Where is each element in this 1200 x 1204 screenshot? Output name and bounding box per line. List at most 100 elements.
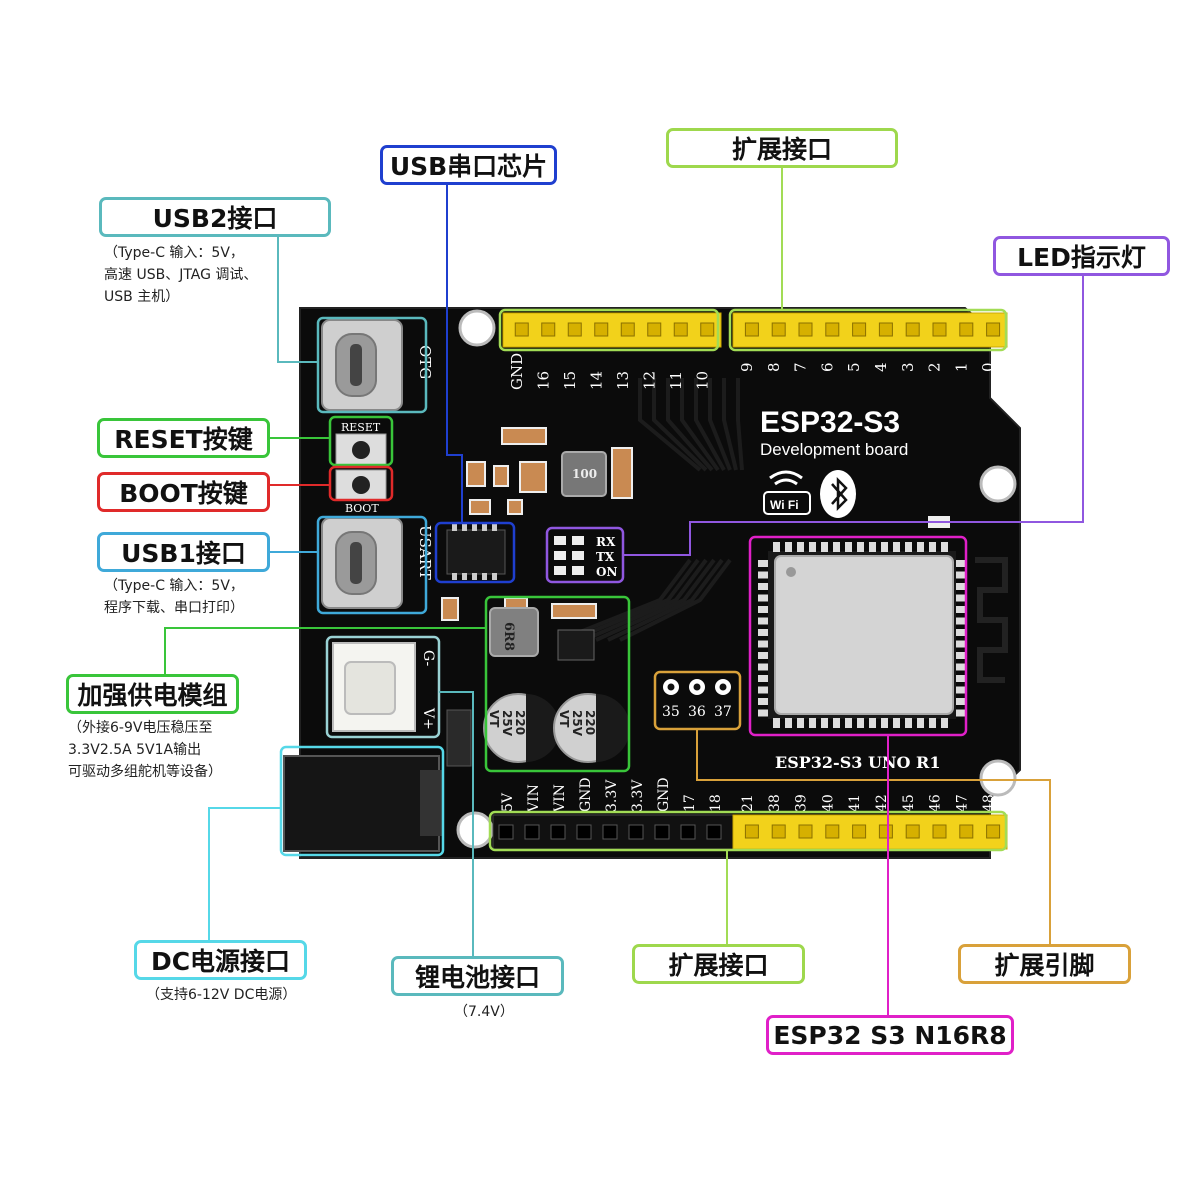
header-socket (647, 322, 662, 337)
header-socket (541, 322, 556, 337)
chip-pin (482, 524, 487, 531)
smd-component (466, 461, 486, 487)
antenna-area (966, 548, 1018, 718)
bottom-pin-label: 47 (954, 794, 970, 812)
usb-serial-chip (446, 529, 506, 575)
module-pad (941, 542, 948, 552)
led-pad (572, 551, 584, 560)
dc-power-callout-label: DC电源接口 (134, 940, 307, 980)
module-pad (758, 663, 768, 671)
pcb-trace (666, 378, 714, 472)
usb-serial-leader (446, 185, 463, 523)
dc-barrel-jack (283, 755, 440, 852)
top-pin-label: 10 (694, 371, 712, 390)
chip-pin (492, 573, 497, 580)
chip-pin (472, 573, 477, 580)
bottom-pin-label: 46 (928, 794, 944, 812)
module-pad (929, 542, 936, 552)
board-model-label: ESP32-S3 UNO R1 (775, 753, 940, 772)
bottom-pin-label: 21 (740, 794, 756, 812)
power-module-leader (164, 627, 486, 674)
header-socket (959, 824, 974, 839)
module-pad (773, 718, 780, 728)
module-pad (797, 542, 804, 552)
dc-jack-leader (208, 807, 281, 940)
reset-highlight-box (328, 415, 394, 467)
module-pad (773, 542, 780, 552)
bottom-pin-label: 41 (847, 794, 863, 812)
module-pad (758, 640, 768, 648)
bottom-pin-label: 3.3V (630, 779, 646, 812)
header-socket (878, 322, 893, 337)
usb1-callout-note: （Type-C 输入：5V， 程序下载、串口打印） (104, 575, 244, 619)
header-socket (654, 824, 670, 840)
led-pad (572, 536, 584, 545)
module-pad (758, 560, 768, 567)
header-socket (932, 824, 947, 839)
module-pad (956, 698, 966, 705)
module-pad (809, 542, 816, 552)
module-pad (905, 718, 912, 728)
electrolytic-cap-2-band (596, 694, 630, 762)
inductor-6r8-text: 6R8 (501, 622, 516, 651)
usb2-note-line: 高速 USB、JTAG 调试、 (104, 267, 258, 283)
bluetooth-rune (831, 476, 848, 512)
top-pin-label: 4 (872, 362, 890, 372)
header-socket (825, 322, 840, 337)
bottom-pin-label: 40 (820, 794, 836, 812)
module-pad (956, 617, 966, 625)
header-socket (602, 824, 618, 840)
usb2-note-line: USB 主机） (104, 289, 180, 305)
module-pad (956, 652, 966, 659)
header-socket (771, 322, 786, 337)
module-pad (833, 718, 840, 728)
header-socket (700, 322, 715, 337)
led-leader (623, 276, 1084, 556)
module-pad (956, 594, 966, 602)
power-module-callout-label: 加强供电模组 (66, 674, 239, 714)
top-left-header (502, 312, 722, 348)
board-title: ESP32-S3 (760, 406, 900, 439)
reset-button-callout-label: RESET按键 (97, 418, 270, 458)
module-pad (857, 718, 864, 728)
usb2-callout-note: （Type-C 输入：5V， 高速 USB、JTAG 调试、 USB 主机） (104, 242, 257, 308)
top-pin-label: 13 (614, 371, 632, 390)
inductor-100-text: 100 (572, 467, 597, 481)
chip-pin (452, 524, 457, 531)
module-pad (956, 629, 966, 636)
led-pad (554, 566, 566, 575)
boot-highlight-box (328, 465, 394, 502)
top-pin-label: 16 (535, 371, 553, 390)
power-module-callout-note: （外接6-9V电压稳压至 3.3V2.5A 5V1A输出 可驱动多组舵机等设备） (68, 717, 222, 783)
header-socket (798, 824, 813, 839)
module-pad (881, 718, 888, 728)
usb1-note-line: 程序下载、串口打印） (104, 600, 244, 616)
led-pad (554, 551, 566, 560)
module-pad (956, 709, 966, 717)
header-socket (594, 322, 609, 337)
header-socket (878, 824, 893, 839)
header-socket (986, 322, 1001, 337)
chip-pin (462, 573, 467, 580)
module-pad (758, 686, 768, 694)
extension-pin-drill (693, 683, 701, 691)
electrolytic-cap-1-band (526, 694, 560, 762)
esp32-module-highlight-box (748, 535, 968, 737)
mounting-hole (979, 759, 1017, 797)
usb1-note-line: （Type-C 输入：5V， (104, 578, 244, 594)
bottom-pin-label: 5V (500, 792, 516, 812)
module-pad (956, 663, 966, 671)
top-pin-label: 12 (641, 371, 659, 390)
pcb-trace (607, 558, 724, 642)
pcb-trace (583, 558, 708, 642)
battery-note-line: （7.4V） (454, 1004, 514, 1020)
module-pad (941, 718, 948, 728)
boot-button-cap (352, 476, 370, 494)
pcb-trace (736, 378, 744, 471)
header-socket (706, 824, 722, 840)
header-socket (524, 824, 540, 840)
header-socket (680, 824, 696, 840)
